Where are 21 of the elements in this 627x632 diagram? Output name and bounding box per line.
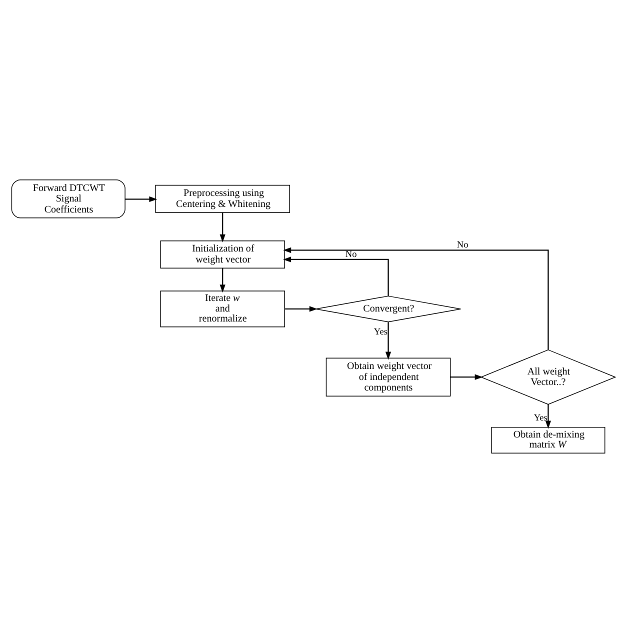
edge-label: No bbox=[345, 249, 357, 260]
node-box: Initialization of weight vector bbox=[160, 240, 285, 268]
arrow bbox=[220, 212, 226, 242]
arrow bbox=[283, 256, 389, 296]
arrow bbox=[385, 322, 392, 360]
arrow bbox=[284, 306, 318, 312]
edge-label: Yes bbox=[374, 327, 388, 338]
node-box: Iterate w and renormalize bbox=[160, 290, 285, 327]
arrow bbox=[220, 268, 226, 292]
arrow bbox=[545, 404, 552, 428]
edge-label: No bbox=[456, 240, 468, 250]
arrow bbox=[125, 196, 158, 202]
node-box: Forward DTCWT Signal Coefficients bbox=[11, 179, 126, 218]
node-box: Preprocessing using Centering & Whitening bbox=[155, 184, 290, 212]
node-diamond: Convergent? bbox=[315, 295, 462, 322]
node-box: Obtain de-mixing matrix W bbox=[491, 426, 606, 453]
edge-label: Yes bbox=[534, 412, 548, 423]
arrow bbox=[283, 246, 549, 350]
arrow bbox=[450, 374, 483, 380]
node-box: Obtain weight vector of independent components bbox=[326, 357, 451, 396]
node-diamond: All weight Vector..? bbox=[480, 348, 616, 404]
